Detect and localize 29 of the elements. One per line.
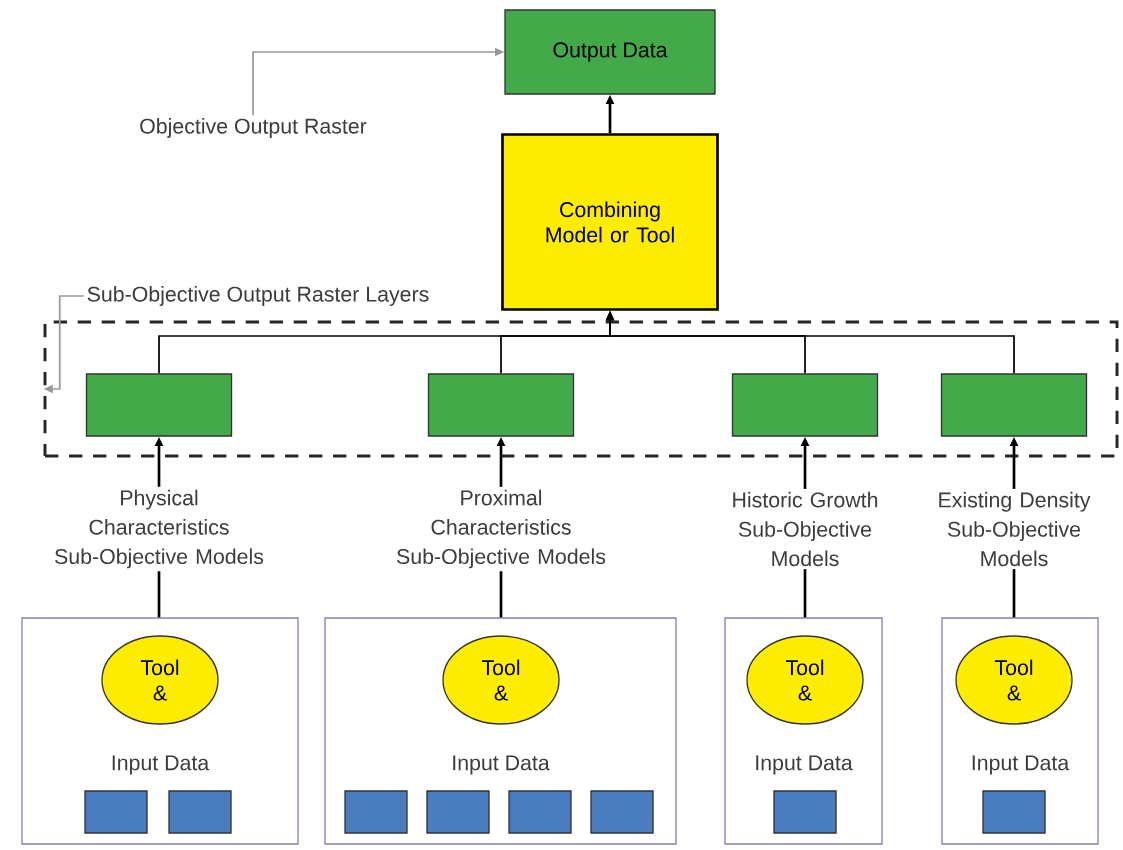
input-panel [324,617,677,845]
data-box [426,790,490,834]
data-box [508,790,572,834]
data-box [84,790,148,834]
input-panel [21,617,299,845]
process-box: Combining Model or Tool [501,133,719,311]
panel-label: Input Data [453,755,550,775]
model-label: Physical Characteristics Sub-Objective Models [55,489,264,569]
panel-label: Input Data [756,755,853,775]
model-label: Proximal Characteristics Sub-Objective Models [397,489,606,569]
data-box [168,790,232,834]
model-label: Historic Growth Sub-Objective Models [733,491,878,567]
data-box [344,790,408,834]
model-label: Existing Density Sub-Objective Models [939,491,1091,567]
output-box [940,373,1088,437]
data-box [982,790,1046,834]
output-box [85,373,233,437]
data-box [590,790,654,834]
input-panel [724,617,883,845]
leader-text: Sub-Objective Output Raster Layers [87,286,429,306]
output-box: Output Data [504,9,716,95]
output-box [427,373,575,437]
output-box [731,373,879,437]
data-box [773,790,837,834]
panel-label: Input Data [972,755,1070,775]
leader-text: Objective Output Raster [140,118,367,138]
dashed-group-box [43,320,1119,458]
input-panel [941,617,1099,845]
panel-label: Input Data [112,755,210,775]
